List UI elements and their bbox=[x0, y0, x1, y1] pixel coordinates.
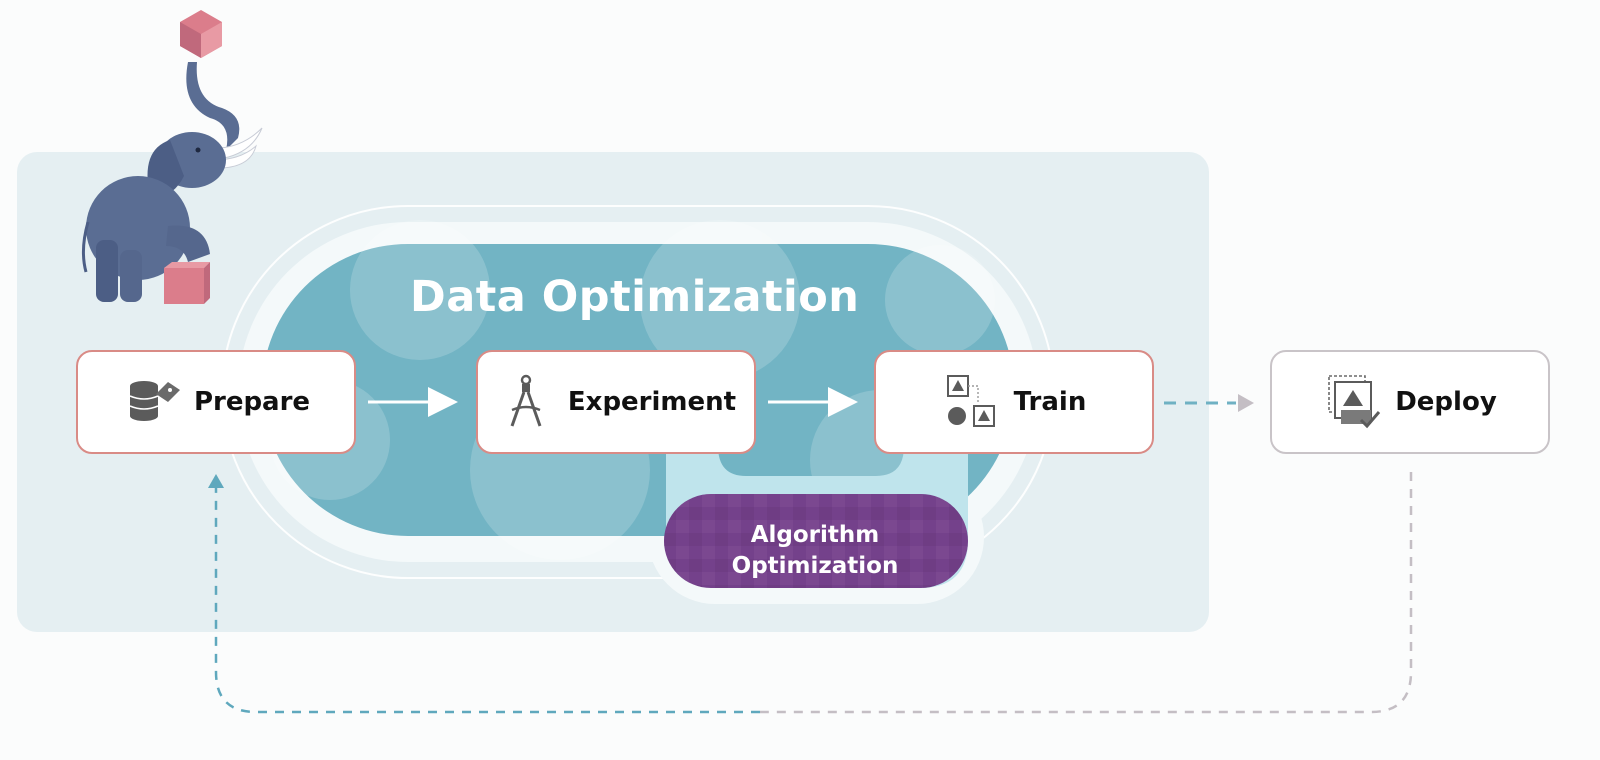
shapes-icon bbox=[946, 375, 995, 427]
stage-label: Prepare bbox=[193, 387, 311, 417]
stage-prepare: Prepare bbox=[76, 350, 356, 454]
stage-experiment: Experiment bbox=[476, 350, 756, 454]
feedback-loop-grey bbox=[760, 472, 1413, 714]
algorithm-optimization-label: Algorithm Optimization bbox=[665, 520, 965, 582]
stage-label: Deploy bbox=[1395, 387, 1497, 417]
deploy-image-check-icon bbox=[1328, 375, 1381, 429]
algorithm-pill-texture bbox=[664, 494, 968, 588]
feedback-loop-head bbox=[208, 474, 224, 488]
stage-label: Train bbox=[1013, 387, 1087, 417]
algorithm-label-line-1: Algorithm bbox=[750, 522, 880, 548]
stage-label: Experiment bbox=[567, 387, 737, 417]
algorithm-label-line-2: Optimization bbox=[731, 553, 899, 579]
feedback-loop-teal bbox=[214, 488, 760, 714]
stage-train: Train bbox=[874, 350, 1154, 454]
elephant-balancing-cube-icon bbox=[81, 10, 263, 304]
arrow-train-to-deploy-head bbox=[1238, 394, 1254, 412]
compass-tool-icon bbox=[510, 374, 542, 427]
stage-deploy: Deploy bbox=[1270, 350, 1550, 454]
database-tag-icon bbox=[129, 381, 180, 421]
diagram-title: Data Optimization bbox=[410, 272, 860, 322]
